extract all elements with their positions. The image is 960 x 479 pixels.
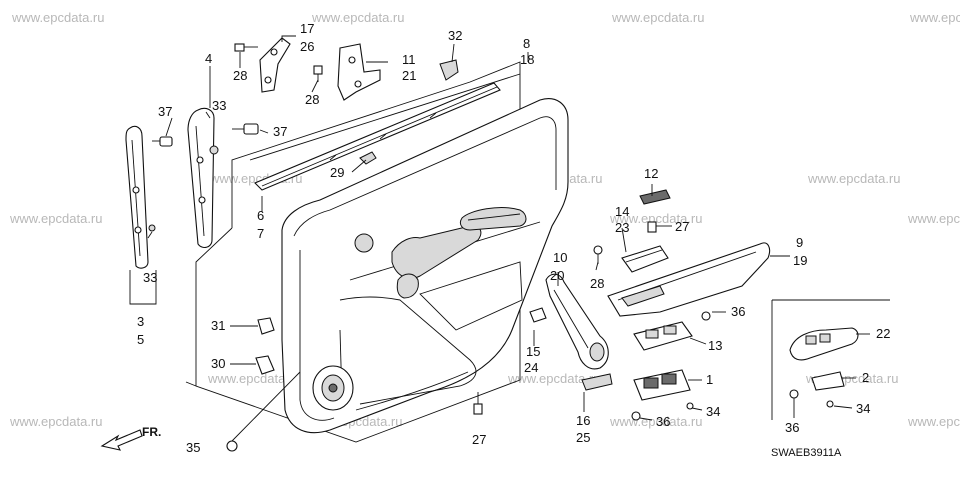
callout-9: 9 [796, 235, 803, 250]
bracket-14-23 [621, 245, 669, 273]
callout-26: 26 [300, 39, 314, 54]
callout-18: 18 [520, 52, 534, 67]
pull-handle [545, 273, 609, 370]
screw-36-inset [789, 389, 799, 399]
callout-34: 34 [706, 404, 720, 419]
watermark-text: www.epcdata.ru [311, 10, 405, 25]
bracket-11-21 [337, 43, 381, 101]
callout-33: 33 [143, 270, 157, 285]
callout-4: 4 [205, 51, 212, 66]
window-switch-13 [633, 321, 693, 351]
watermark-text: www.epcdata.ru [807, 171, 901, 186]
screw-35 [226, 371, 301, 452]
switch-panel-22 [789, 327, 859, 361]
bolt-37-right [232, 123, 259, 135]
callout-34: 34 [856, 401, 870, 416]
callout-13: 13 [708, 338, 722, 353]
cap-12 [639, 189, 671, 205]
door-trim-panel [281, 98, 569, 434]
watermark-text: www.epcdata.ru [909, 10, 960, 25]
callout-37: 37 [273, 124, 287, 139]
callout-24: 24 [524, 360, 538, 375]
callout-labels: 17 26 28 4 33 37 37 28 11 21 32 8 18 29 … [137, 21, 890, 455]
callout-33: 33 [212, 98, 226, 113]
callout-15: 15 [526, 344, 540, 359]
leader-lines [129, 35, 870, 421]
callout-27: 27 [472, 432, 486, 447]
bolt-28-b [313, 65, 323, 82]
callout-1: 1 [706, 372, 713, 387]
callout-2: 2 [862, 370, 869, 385]
callout-19: 19 [793, 253, 807, 268]
direction-label: FR. [142, 425, 161, 439]
watermark-text: www.epcdata.ru [507, 371, 601, 386]
screw-34-switch [686, 402, 694, 410]
callout-3: 3 [137, 314, 144, 329]
callout-36: 36 [785, 420, 799, 435]
clip-32 [439, 59, 459, 81]
watermark-text: www.epcdata.ru [611, 10, 705, 25]
clip-33-upper [209, 145, 219, 155]
diagram-code: SWAEB3911A [771, 447, 842, 459]
callout-12: 12 [644, 166, 658, 181]
callout-27: 27 [675, 219, 689, 234]
front-direction-arrow-icon [100, 429, 143, 451]
callout-10: 10 [553, 250, 567, 265]
callout-32: 32 [448, 28, 462, 43]
callout-25: 25 [576, 430, 590, 445]
armrest-trim [607, 242, 771, 317]
callout-6: 6 [257, 208, 264, 223]
assembly-frame-top [249, 73, 521, 161]
clip-15-24 [529, 307, 547, 323]
watermark-text: www.epcdata.ru [907, 211, 960, 226]
bolt-37-upper [152, 136, 173, 147]
callout-20: 20 [550, 268, 564, 283]
screw-36-switch [631, 411, 641, 421]
watermark-text: www.epcdata.ru [9, 414, 103, 429]
callout-8: 8 [523, 36, 530, 51]
callout-28: 28 [233, 68, 247, 83]
screw-34-inset [826, 400, 834, 408]
callout-16: 16 [576, 413, 590, 428]
screw-28-right [593, 245, 603, 264]
callout-37: 37 [158, 104, 172, 119]
clip-33-lower [148, 224, 156, 232]
screw-36-armrest [701, 311, 711, 321]
callout-30: 30 [211, 356, 225, 371]
door-outer-bracket [125, 125, 149, 269]
callout-29: 29 [330, 165, 344, 180]
callout-31: 31 [211, 318, 225, 333]
callout-22: 22 [876, 326, 890, 341]
door-weatherstrip [254, 82, 501, 191]
callout-28: 28 [305, 92, 319, 107]
screw-27-lower [473, 392, 483, 415]
switch-2 [811, 371, 845, 391]
power-window-switch-1 [633, 369, 691, 401]
watermark-text: www.epcdata.ru [9, 211, 103, 226]
callout-14: 14 [615, 204, 629, 219]
watermark-text: www.epcdata.ru [207, 371, 301, 386]
assembly-frame [185, 61, 521, 443]
bolt-28-a [234, 43, 258, 52]
watermark-text: www.epcdata.ru [609, 211, 703, 226]
callout-7: 7 [257, 226, 264, 241]
watermark-text: www.epcdata.ru [11, 10, 105, 25]
callout-11: 11 [402, 52, 416, 67]
watermark-text: www.epcdata.ru [907, 414, 960, 429]
clip-29 [359, 151, 377, 165]
bracket-17-26 [259, 37, 291, 93]
callout-5: 5 [137, 332, 144, 347]
callout-35: 35 [186, 440, 200, 455]
callout-23: 23 [615, 220, 629, 235]
cover-16-25 [581, 373, 613, 391]
callout-28: 28 [590, 276, 604, 291]
callout-21: 21 [402, 68, 416, 83]
screw-27-upper [647, 221, 657, 233]
door-inner-bracket [187, 107, 215, 249]
callout-17: 17 [300, 21, 314, 36]
callout-36: 36 [656, 414, 670, 429]
inset-frame [771, 299, 890, 420]
callout-36: 36 [731, 304, 745, 319]
